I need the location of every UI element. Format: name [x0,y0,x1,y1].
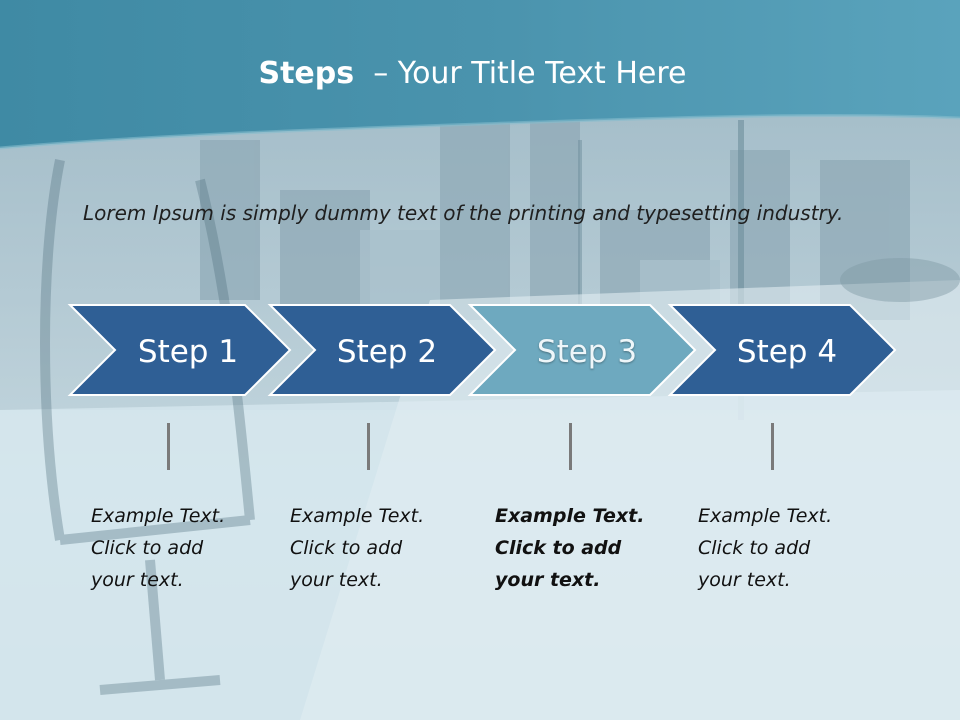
step-4-label: Step 4 [737,334,837,370]
step-2-connector [367,423,370,470]
step-4-caption-line-3: your text. [698,569,791,591]
lead-paragraph: Lorem Ipsum is simply dummy text of the … [83,201,844,225]
step-1-label: Step 1 [138,334,238,370]
title-bold: Steps [258,56,355,91]
step-3-connector [569,423,572,470]
step-2-label: Step 2 [337,334,437,370]
step-4-caption-line-1: Example Text. [698,505,833,527]
step-4-connector [771,423,774,470]
step-1-connector [167,423,170,470]
step-3-caption[interactable]: Example Text. Click to add your text. [495,500,685,596]
step-2-caption-line-1: Example Text. [290,505,425,527]
step-1-caption-line-3: your text. [91,569,184,591]
step-3-label: Step 3 [537,334,637,370]
title-rest: – Your Title Text Here [373,56,687,91]
step-1-chevron[interactable] [67,304,292,396]
step-1-caption-line-1: Example Text. [91,505,226,527]
step-4-chevron[interactable] [667,304,897,396]
step-1-caption[interactable]: Example Text. Click to add your text. [91,500,281,596]
step-3-caption-line-2: Click to add [495,537,622,559]
step-2-chevron[interactable] [267,304,497,396]
step-3-chevron[interactable] [467,304,697,396]
step-3-caption-line-3: your text. [495,569,601,591]
step-3-caption-line-1: Example Text. [495,505,645,527]
step-4-caption-line-2: Click to add [698,537,811,559]
step-2-caption-line-2: Click to add [290,537,403,559]
step-4-caption[interactable]: Example Text. Click to add your text. [698,500,888,596]
step-1-caption-line-2: Click to add [91,537,204,559]
page-title: Steps – Your Title Text Here [0,52,945,96]
step-2-caption[interactable]: Example Text. Click to add your text. [290,500,480,596]
step-2-caption-line-3: your text. [290,569,383,591]
